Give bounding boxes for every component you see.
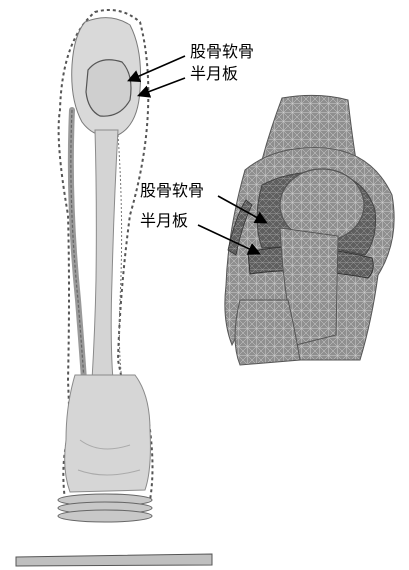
ground-plate: [16, 554, 212, 566]
femoral-cartilage-outline: [86, 60, 131, 116]
arrow-left-meniscus: [140, 78, 185, 95]
tibia-mesh: [235, 300, 300, 365]
knee-mesh-detail: [225, 95, 394, 365]
label-left-meniscus: 半月板: [190, 66, 238, 82]
label-right-femoral-cartilage: 股骨软骨: [140, 183, 204, 199]
foot-shape: [65, 375, 151, 492]
tibia-shaft: [92, 130, 118, 380]
fibula: [71, 110, 84, 380]
label-left-femoral-cartilage: 股骨软骨: [190, 44, 254, 60]
leg-model: [16, 10, 212, 566]
base-plate-bottom: [58, 510, 152, 522]
label-right-meniscus: 半月板: [140, 213, 188, 229]
